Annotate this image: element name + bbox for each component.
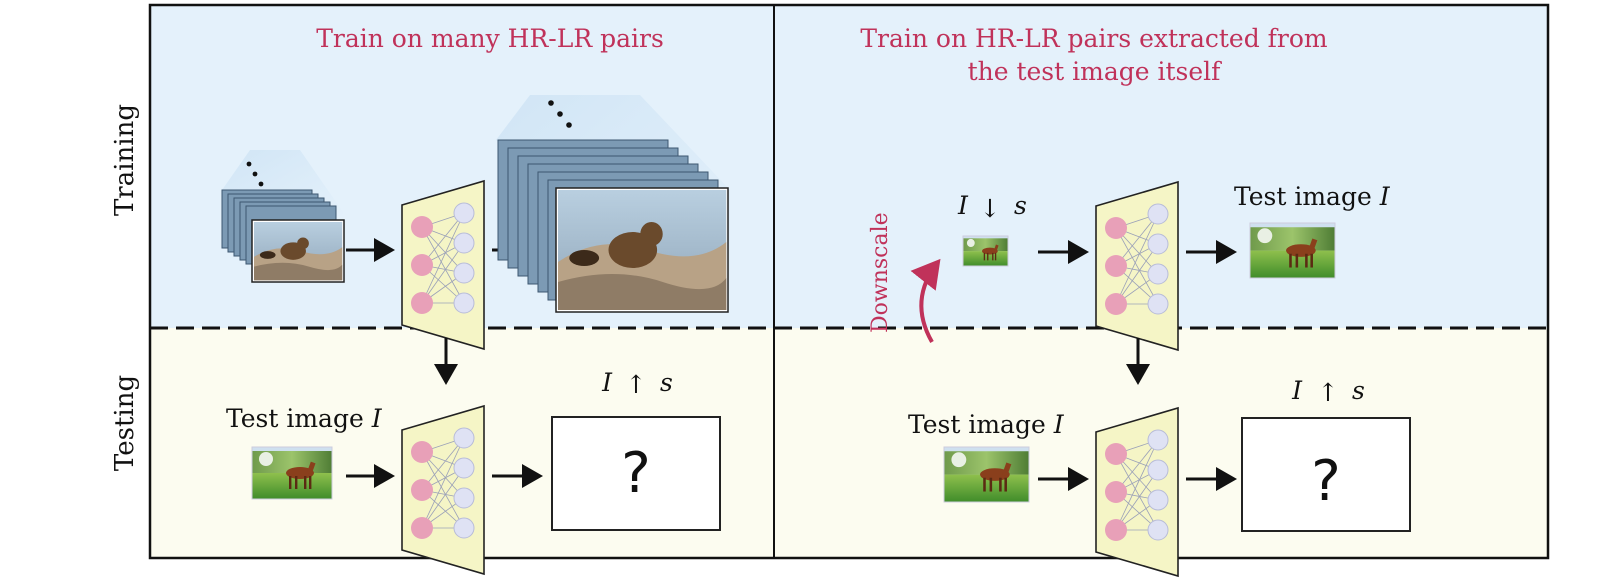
left-output-scale: s <box>660 368 673 397</box>
right-test-label: Test image I <box>908 410 1065 439</box>
left-panel-title: Train on many HR-LR pairs <box>316 24 664 53</box>
lr-training-stack <box>221 150 345 283</box>
right-output-placeholder: ? <box>1311 449 1341 514</box>
downscale-label: Downscale <box>868 212 893 333</box>
down-scale: s <box>1014 191 1027 220</box>
row-label-testing: Testing <box>110 375 140 471</box>
right-output-label: I <box>1291 376 1303 405</box>
right-output-scale: s <box>1352 376 1365 405</box>
right-lr-thumbnail <box>963 236 1008 267</box>
right-train-target-image <box>1250 223 1335 279</box>
downscale-arrow <box>910 258 941 343</box>
left-output-op: ↑ <box>626 370 647 399</box>
left-test-network <box>401 405 485 575</box>
left-output-label: I <box>601 368 613 397</box>
right-train-network <box>1095 181 1179 351</box>
right-panel-title-line1: Train on HR-LR pairs extracted from <box>860 24 1328 53</box>
right-train-target-label: Test image I <box>1234 182 1391 211</box>
left-train-network <box>401 180 485 350</box>
right-panel-title-line2: the test image itself <box>968 57 1223 86</box>
down-var: I <box>957 191 969 220</box>
frame <box>148 3 1550 560</box>
hr-training-stack <box>496 95 730 313</box>
left-test-label: Test image I <box>226 404 383 433</box>
down-op: ↓ <box>980 194 1001 223</box>
right-test-network <box>1095 407 1179 577</box>
right-test-image <box>944 447 1029 503</box>
row-label-training: Training <box>110 104 140 216</box>
right-output-op: ↑ <box>1318 378 1339 407</box>
left-test-image <box>252 447 332 499</box>
left-output-box <box>551 416 721 531</box>
training-region <box>150 5 1548 328</box>
right-output-box <box>1241 417 1411 532</box>
left-output-placeholder: ? <box>621 441 651 506</box>
